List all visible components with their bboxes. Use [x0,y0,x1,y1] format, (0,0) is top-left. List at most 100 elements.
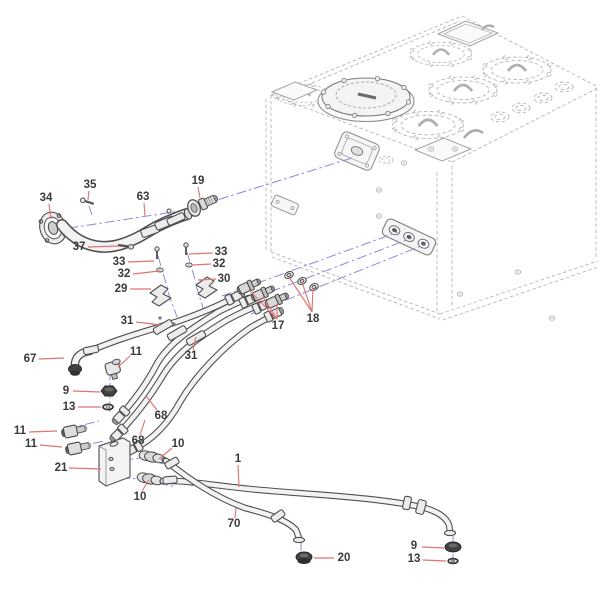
callout-label-17: 17 [272,320,285,332]
callout-label-33: 33 [215,246,228,258]
hose-ferrule [164,456,180,470]
hose-clamp-plate-30 [195,276,218,299]
manhole-cover [409,39,473,69]
nut-9 [100,385,118,397]
leader-line [192,263,212,266]
bolt [375,187,383,193]
top-plate [436,20,500,47]
elbow-flange [70,370,80,376]
callout-label-9: 9 [411,540,417,552]
hose-ferrule [162,475,178,485]
side-bracket-plate [270,194,300,216]
assembly-centerline [88,205,93,216]
callout-label-33: 33 [113,256,126,268]
side-flange-plate [334,131,380,171]
leader-line [192,336,197,351]
leader-line [117,355,131,368]
leader-line [143,202,146,217]
leader-line [39,444,63,448]
leader-line [197,278,217,281]
assembly-centerlines [49,157,454,566]
port-ring [511,102,531,114]
callout-label-34: 34 [40,192,53,204]
leader-line [87,190,90,201]
leader-line [288,276,313,313]
leader-line [158,447,173,460]
screw-35 [79,197,95,205]
left-fittings-group [61,344,169,487]
orings-18 [284,270,319,292]
leader-line [38,357,65,360]
callout-label-67: 67 [24,353,37,365]
hose-ferrule [402,495,412,511]
assembly-centerline [195,284,205,312]
clamp-bolt [158,316,162,320]
callout-label-29: 29 [115,283,128,295]
elbow-ferrule [82,344,100,356]
assembly-centerline [200,157,353,206]
bracket-21 [98,437,131,487]
hose-clamp-31 [152,319,174,335]
port-fittings-17 [236,278,290,309]
callout-label-1: 1 [235,453,242,465]
callout-label-70: 70 [228,518,241,530]
drain-hoses [159,456,462,565]
leader-line [87,245,119,248]
hose-ferrule [270,509,286,523]
callout-label-20: 20 [338,552,351,564]
hose-end-flange [443,529,457,537]
port-ring [554,81,574,93]
tube-clamp [166,212,186,226]
nut-20 [295,551,313,564]
leader-line [248,289,278,320]
callout-label-32: 32 [213,258,226,270]
callout-label-10: 10 [134,491,147,503]
assembly-centerline [167,291,178,318]
callout-label-21: 21 [55,462,68,474]
washer-13 [102,403,114,411]
leader-line [127,260,155,263]
clamp-bolt [166,208,172,214]
callout-label-11: 11 [130,346,143,358]
callout-label-31: 31 [121,315,134,327]
fitting-19 [187,194,219,217]
leader-line [141,479,150,492]
assembly-centerline [186,251,197,284]
leader-line [139,419,146,436]
callout-label-11: 11 [14,425,27,437]
hose-bundle [86,289,285,457]
callout-label-19: 19 [192,175,205,187]
elbow-fitting-11 [61,424,88,439]
hose-end-fitting [111,405,131,425]
callout-label-13: 13 [408,553,421,565]
suction-elbow-assembly [38,194,219,253]
leader-line [68,467,102,470]
callout-label-35: 35 [84,179,97,191]
port-ring [378,155,394,165]
callout-label-68: 68 [132,435,145,447]
leader-line [237,464,240,488]
top-plate [270,81,319,101]
leader-line [421,546,445,549]
washer-13 [447,557,459,565]
lift-handle [463,129,484,139]
hose-clamp-31 [166,325,188,341]
leader-line [135,321,162,326]
washer-32 [185,262,193,268]
hose-ferrule [415,499,427,515]
callout-label-63: 63 [137,191,150,203]
leader-line [188,252,214,255]
clamp-bolt [172,322,176,326]
bolt [456,291,464,297]
bolt [514,269,522,275]
port-ring [490,111,510,123]
leader-line [48,203,52,220]
leader-line [311,287,314,313]
callouts: 3435631937333229333230313167119131111216… [14,175,447,565]
filler-cover [317,76,415,123]
callout-label-13: 13 [63,401,76,413]
assembly-centerline [235,237,413,306]
leader-line [132,270,160,275]
